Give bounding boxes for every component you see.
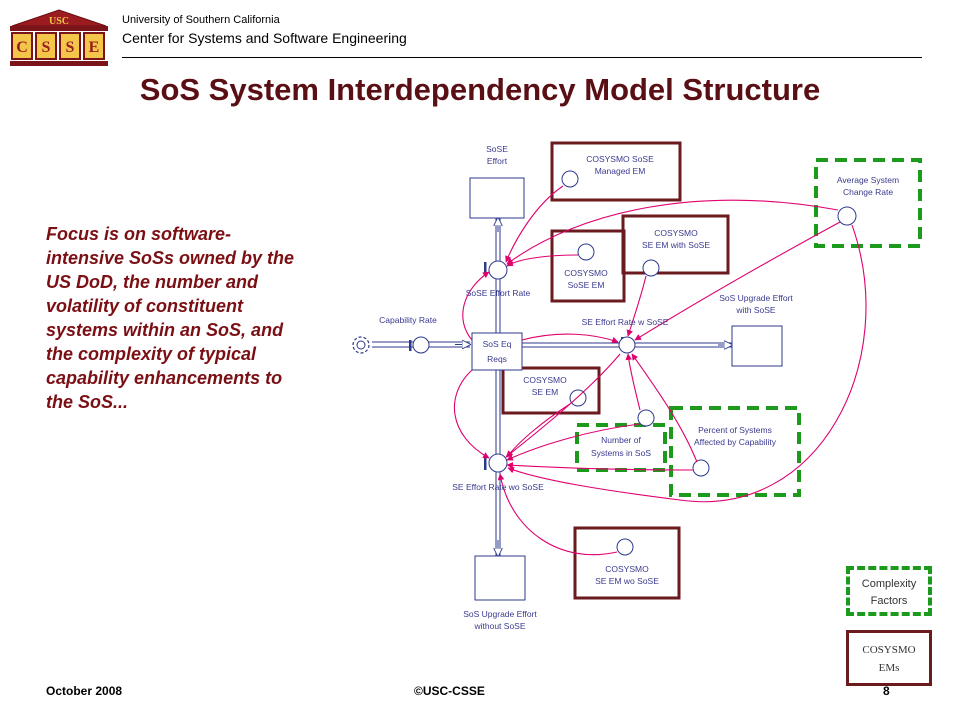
label-em-se-1: COSYSMO	[523, 375, 567, 385]
label-capability-rate: Capability Rate	[379, 315, 437, 325]
header-divider	[122, 57, 922, 58]
slide-title: SoS System Interdependency Model Structu…	[139, 72, 821, 107]
university-name: University of Southern California	[122, 14, 280, 26]
label-upgrade-with-2: with SoSE	[735, 305, 776, 315]
aux-cosysmo-sose-managed	[561, 170, 579, 188]
stock-sos-eq-reqs	[471, 332, 523, 371]
legend-em-line2: EMs	[878, 662, 900, 674]
label-em-sose-2: SoSE EM	[568, 280, 605, 290]
em-box-se-wo-sose	[573, 526, 681, 600]
label-percent-2: Affected by Capability	[694, 437, 777, 447]
complexity-box-num-systems	[575, 423, 667, 472]
aux-cosysmo-se-with	[642, 259, 660, 277]
label-em-se-with-1: COSYSMO	[654, 228, 698, 238]
valve-capability-rate	[409, 336, 430, 354]
legend-complexity-line1: Complexity	[861, 578, 917, 590]
label-em-managed-1: COSYSMO SoSE	[586, 154, 654, 164]
label-percent-1: Percent of Systems	[698, 425, 772, 435]
stock-upgrade-with-sose	[731, 325, 783, 367]
legend-complexity-factors: Complexity Factors	[846, 566, 932, 616]
svg-text:S: S	[66, 39, 75, 56]
aux-cosysmo-se-em	[569, 389, 587, 407]
label-avg-change-2: Change Rate	[843, 187, 893, 197]
label-sose-effort-1: SoSE	[486, 144, 508, 154]
footer-copyright: ©USC-CSSE	[414, 684, 485, 698]
label-em-se-with-2: SE EM with SoSE	[642, 240, 710, 250]
label-sos-eq-reqs-2: Reqs	[487, 354, 507, 364]
label-sos-eq-reqs-1: SoS Eq	[483, 339, 512, 349]
legend-em-line1: COSYSMO	[862, 644, 916, 656]
valve-se-effort-rate-w	[618, 336, 636, 354]
legend-complexity-line2: Factors	[870, 595, 908, 607]
complexity-box-percent	[669, 406, 801, 497]
svg-text:E: E	[89, 39, 100, 56]
svg-text:USC: USC	[49, 16, 69, 27]
label-avg-change-1: Average System	[837, 175, 899, 185]
valve-sose-effort-rate	[484, 260, 508, 280]
aux-num-systems	[637, 409, 655, 427]
footer-date: October 2008	[46, 684, 123, 698]
label-sose-effort-rate: SoSE Effort Rate	[466, 288, 531, 298]
label-em-managed-2: Managed EM	[595, 166, 646, 176]
svg-text:C: C	[16, 39, 28, 56]
label-upgrade-with-1: SoS Upgrade Effort	[719, 293, 793, 303]
label-em-se-wo-1: COSYSMO	[605, 564, 649, 574]
label-em-se-2: SE EM	[532, 387, 558, 397]
complexity-box-avg-change	[814, 158, 922, 248]
usc-csse-logo: USC C S S E	[10, 9, 108, 66]
em-box-se	[501, 366, 601, 415]
aux-cosysmo-se-wo	[616, 538, 634, 556]
label-em-sose-1: COSYSMO	[564, 268, 608, 278]
focus-text: Focus is on software-intensive SoSs owne…	[46, 224, 295, 412]
em-box-se-with-sose	[621, 214, 730, 275]
label-se-effort-rate-w: SE Effort Rate w SoSE	[582, 317, 669, 327]
center-name: Center for Systems and Software Engineer…	[122, 30, 407, 46]
aux-cosysmo-sose-em	[577, 243, 595, 261]
label-upgrade-without-1: SoS Upgrade Effort	[463, 609, 537, 619]
em-box-sose	[550, 229, 626, 303]
aux-avg-change-rate	[837, 206, 857, 226]
legend-cosysmo-ems: COSYSMO EMs	[846, 630, 932, 686]
source-cloud-icon	[352, 336, 370, 354]
svg-text:S: S	[42, 39, 51, 56]
label-se-effort-rate-wo: SE Effort Rate wo SoSE	[452, 482, 544, 492]
stock-upgrade-without-sose	[474, 555, 526, 601]
label-num-systems-1: Number of	[601, 435, 641, 445]
label-upgrade-without-2: without SoSE	[473, 621, 525, 631]
em-box-sose-managed	[550, 141, 682, 202]
label-sose-effort-2: Effort	[487, 156, 508, 166]
footer-page-number: 8	[883, 684, 890, 698]
stock-sose-effort	[469, 177, 525, 219]
label-num-systems-2: Systems in SoS	[591, 448, 651, 458]
connectors	[453, 185, 867, 556]
interdependency-diagram: SoSE Effort Capability Rate SoSE Effort …	[352, 141, 922, 631]
aux-percent-affected	[692, 459, 710, 477]
label-em-se-wo-2: SE EM wo SoSE	[595, 576, 659, 586]
